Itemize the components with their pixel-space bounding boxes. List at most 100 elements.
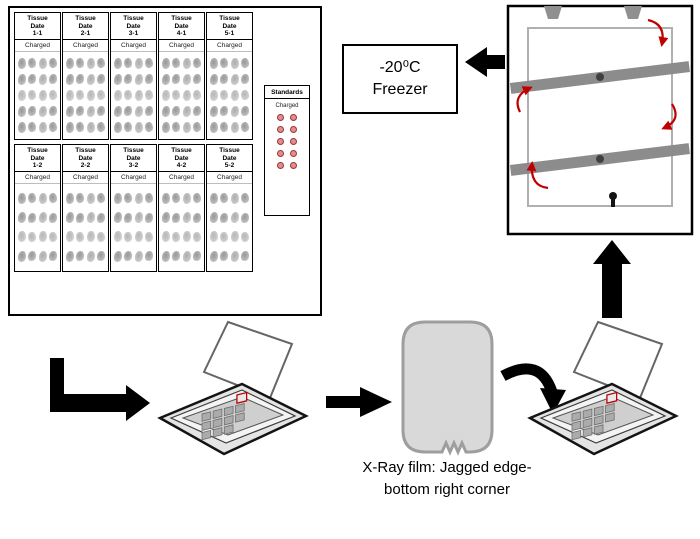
- tissue-smudge-icon: [182, 105, 192, 118]
- tissue-smudge-icon: [160, 105, 171, 118]
- tissue-smudge-icon: [75, 57, 85, 69]
- tissue-smudge-icon: [96, 105, 107, 117]
- tissue-smudge-icon: [16, 105, 27, 118]
- tissue-smudge-icon: [134, 57, 143, 69]
- tissue-smudge-icon: [192, 121, 203, 134]
- tissue-smudge-icon: [144, 105, 155, 117]
- tissue-smudge-icon: [112, 73, 123, 86]
- tissue-smudge-icon: [208, 73, 219, 86]
- tissue-smudge-icon: [38, 192, 47, 204]
- tissue-smudge-icon: [27, 212, 37, 224]
- tissue-smudge-icon: [38, 231, 47, 243]
- standards-panel: Standards Charged: [264, 85, 310, 216]
- tissue-smudge-icon: [230, 192, 239, 204]
- tissue-smudge-icon: [86, 105, 96, 118]
- tissue-smudge-icon: [230, 57, 239, 69]
- band-pin-icon: [596, 155, 604, 163]
- standard-dot-icon: [277, 150, 284, 157]
- tissue-smudge-icon: [171, 192, 181, 204]
- charged-label: Charged: [159, 172, 204, 184]
- tissue-smudge-icon: [86, 231, 95, 243]
- tissue-smudge-icon: [64, 105, 75, 118]
- freezer-label: Freezer: [372, 81, 428, 98]
- tissue-smudge-icon: [112, 105, 123, 118]
- tissue-smudge-icon: [192, 73, 203, 85]
- tissue-smudge-icon: [16, 73, 27, 86]
- tissue-smudge-icon: [208, 105, 219, 118]
- clip-tab-icon: [624, 6, 642, 19]
- standard-dot-icon: [277, 162, 284, 169]
- tissue-smudge-icon: [113, 192, 122, 204]
- tissue-smudge-icon: [64, 211, 75, 224]
- standard-dot-icon: [277, 138, 284, 145]
- freezer-box: -20⁰C Freezer: [342, 44, 458, 114]
- tissue-smudge-icon: [38, 211, 48, 224]
- clip-tab-icon: [544, 6, 562, 19]
- tissue-smudge-icon: [230, 105, 240, 118]
- tissue-smudge-icon: [113, 121, 122, 133]
- sample-smudges: [111, 184, 156, 272]
- tissue-smudge-icon: [86, 250, 96, 263]
- tissue-smudge-icon: [160, 73, 171, 86]
- tissue-smudge-icon: [27, 57, 37, 69]
- tissue-smudge-icon: [65, 231, 74, 243]
- tissue-smudge-icon: [96, 121, 107, 134]
- tissue-smudge-icon: [230, 231, 239, 243]
- tissue-smudge-icon: [192, 231, 203, 243]
- tissue-smudge-icon: [75, 192, 85, 204]
- band-pin-icon: [596, 73, 604, 81]
- sample-smudges: [159, 184, 204, 272]
- tissue-smudge-icon: [75, 250, 85, 262]
- tissue-smudge-icon: [96, 250, 107, 262]
- standard-dot-icon: [290, 126, 297, 133]
- tissue-smudge-icon: [182, 121, 191, 133]
- tissue-smudge-icon: [86, 73, 96, 86]
- standard-dot-icon: [290, 150, 297, 157]
- charged-label: Charged: [15, 172, 60, 184]
- tissue-smudge-icon: [219, 250, 229, 262]
- tissue-smudge-icon: [17, 89, 26, 101]
- tissue-smudge-icon: [240, 231, 251, 243]
- tissue-smudge-icon: [219, 89, 229, 101]
- tissue-smudge-icon: [240, 73, 251, 85]
- tissue-smudge-icon: [134, 105, 144, 118]
- tissue-smudge-icon: [219, 105, 229, 117]
- rubber-band-bottom: [509, 143, 690, 176]
- tissue-smudge-icon: [123, 105, 133, 117]
- tissue-smudge-icon: [123, 192, 133, 204]
- tissue-smudge-icon: [38, 250, 48, 263]
- standard-dot-icon: [290, 114, 297, 121]
- tissue-smudge-icon: [27, 250, 37, 262]
- tissue-smudge-icon: [240, 57, 251, 69]
- sample-smudges: [63, 184, 108, 272]
- tissue-smudge-icon: [113, 89, 122, 101]
- sample-smudges: [111, 52, 156, 140]
- tissue-smudge-icon: [64, 250, 75, 263]
- sample-smudges: [159, 52, 204, 140]
- tissue-smudge-icon: [123, 212, 133, 224]
- tissue-smudge-icon: [75, 89, 85, 101]
- tissue-smudge-icon: [144, 192, 155, 204]
- tissue-smudge-icon: [161, 192, 170, 204]
- cassette-exposed: [528, 320, 678, 456]
- tissue-smudge-icon: [134, 89, 143, 101]
- tissue-smudge-icon: [48, 121, 59, 134]
- tissue-smudge-icon: [230, 89, 239, 101]
- film-caption: X-Ray film: Jagged edge-bottom right cor…: [362, 459, 532, 498]
- tissue-smudge-icon: [27, 89, 37, 101]
- tissue-smudge-icon: [48, 73, 59, 85]
